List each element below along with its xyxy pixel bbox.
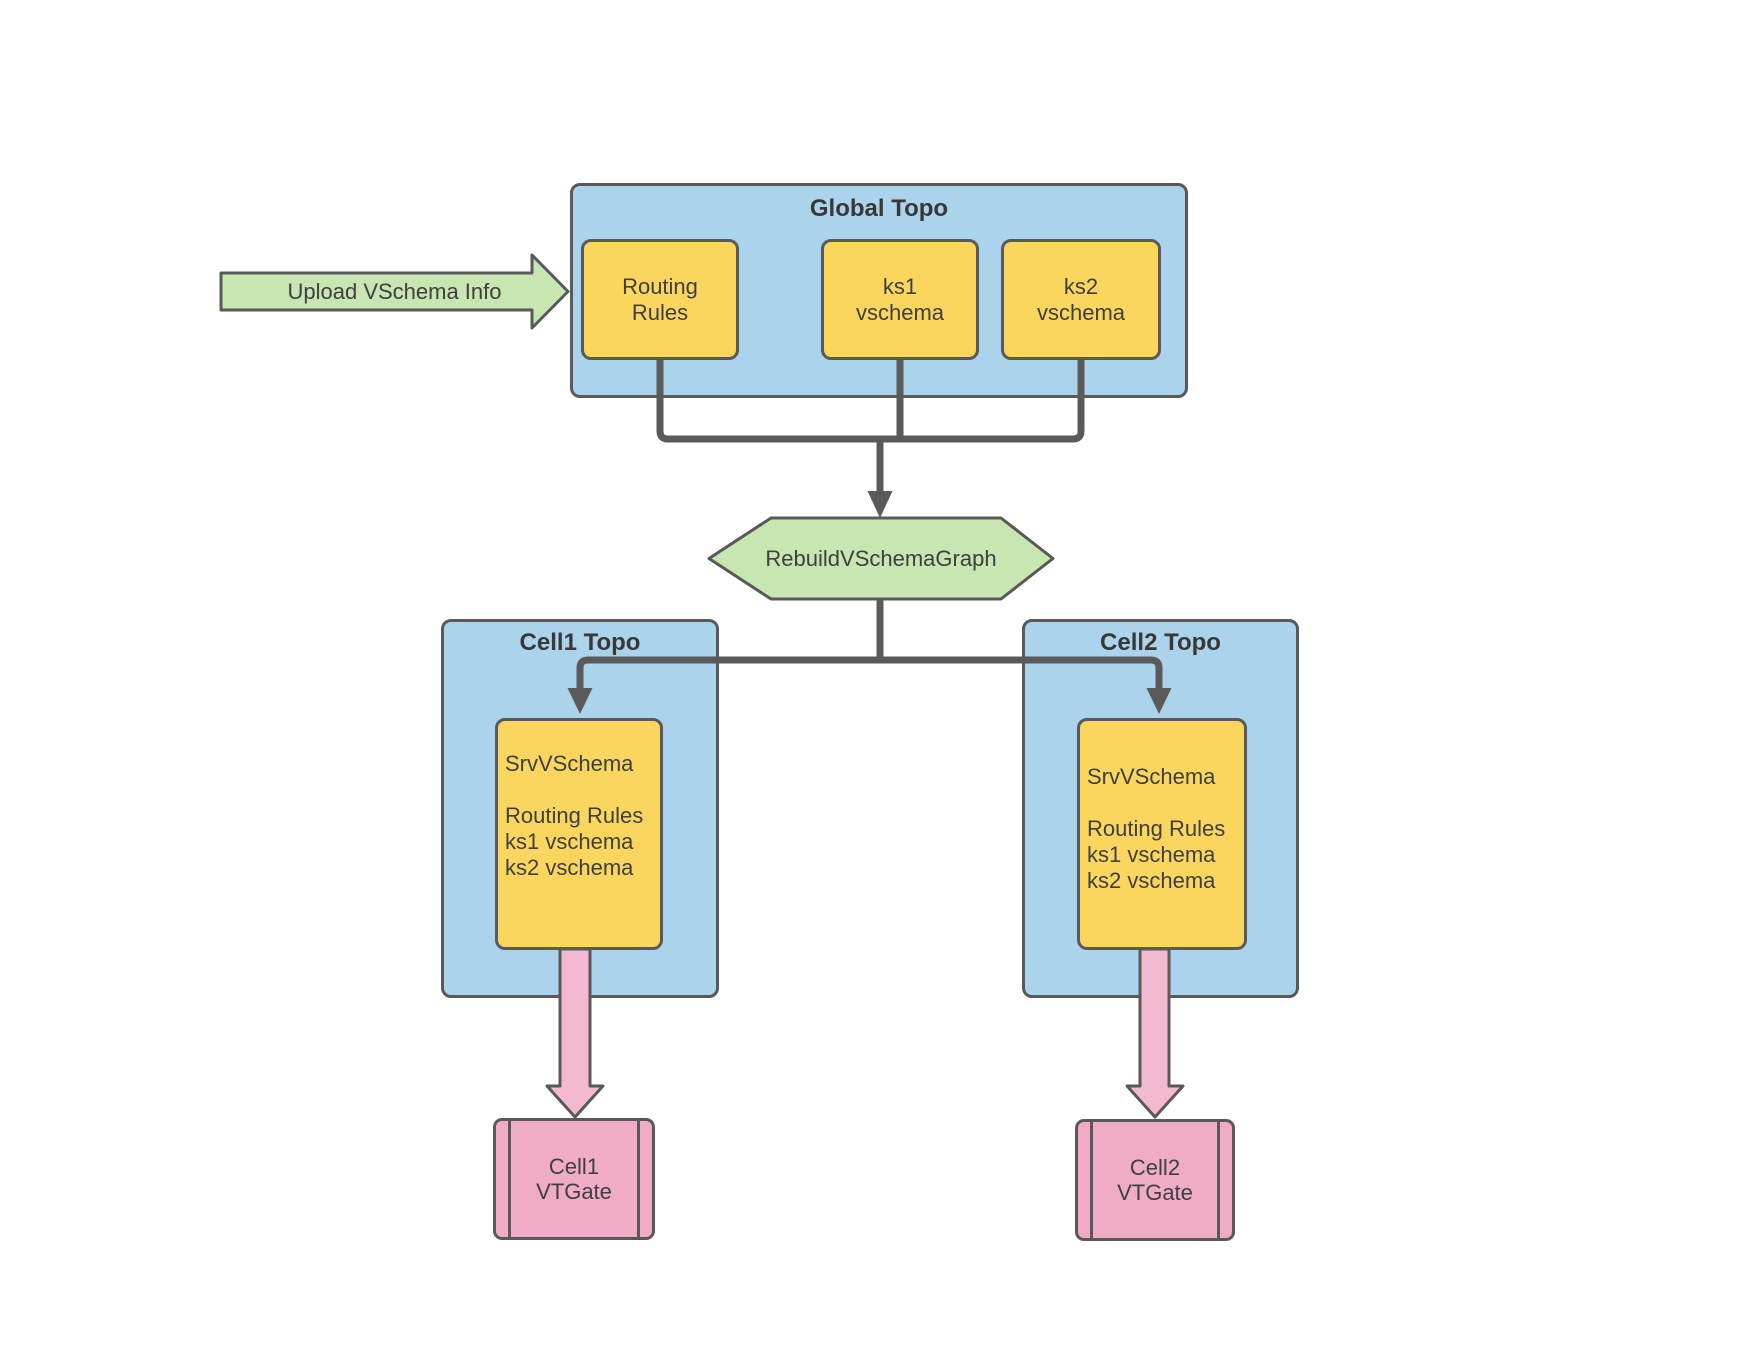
cell2-srvvschema-node: SrvVSchema Routing Rules ks1 vschema ks2… xyxy=(1077,718,1247,950)
cell1-topo-title: Cell1 Topo xyxy=(519,629,641,656)
srvvschema-line: Routing Rules xyxy=(1087,816,1226,841)
cell2-flow-arrow xyxy=(1125,947,1185,1119)
rebuild-hexagon-label: RebuildVSchemaGraph xyxy=(765,546,997,571)
cell1-arrowhead-icon xyxy=(567,688,593,714)
srvvschema-line: SrvVSchema xyxy=(1087,764,1216,789)
vtgate-line: VTGate xyxy=(536,1179,612,1204)
srvvschema-line xyxy=(1087,790,1240,816)
ks2-vschema-node: ks2 vschema xyxy=(1001,239,1161,360)
ks2-node-line: ks2 xyxy=(1063,273,1099,299)
upload-arrow-label: Upload VSchema Info xyxy=(287,278,502,304)
srvvschema-line: ks2 vschema xyxy=(505,855,634,880)
vtgate-left-bar xyxy=(508,1121,511,1237)
vtgate-left-bar xyxy=(1090,1122,1093,1238)
srvvschema-line: ks1 vschema xyxy=(505,829,634,854)
cell1-vtgate-node: Cell1 VTGate xyxy=(493,1118,655,1240)
srvvschema-line: SrvVSchema xyxy=(505,751,634,776)
ks1-vschema-node: ks1 vschema xyxy=(821,239,979,360)
fanout-connector xyxy=(576,656,1163,692)
vtgate-right-bar xyxy=(637,1121,640,1237)
vtgate-right-bar xyxy=(1217,1122,1220,1238)
srvvschema-line xyxy=(505,777,656,803)
upload-arrow-shape xyxy=(219,253,570,330)
srvvschema-line: ks1 vschema xyxy=(1087,842,1216,867)
routing-rules-line: Rules xyxy=(631,299,689,325)
vtgate-line: Cell1 xyxy=(548,1154,600,1179)
ks1-node-line: vschema xyxy=(855,299,945,325)
topo-merge-connector xyxy=(656,360,1085,443)
routing-rules-node: Routing Rules xyxy=(581,239,739,360)
vtgate-line: VTGate xyxy=(1117,1180,1193,1205)
vtgate-line: Cell2 xyxy=(1129,1155,1181,1180)
ks1-node-line: ks1 xyxy=(882,273,918,299)
ks2-node-line: vschema xyxy=(1036,299,1126,325)
rebuild-hexagon xyxy=(707,516,1055,601)
cell2-topo-title: Cell2 Topo xyxy=(1100,629,1221,656)
srvvschema-line: ks2 vschema xyxy=(1087,868,1216,893)
cell2-arrowhead-icon xyxy=(1146,688,1172,714)
cell1-srvvschema-node: SrvVSchema Routing Rules ks1 vschema ks2… xyxy=(495,718,663,950)
rebuild-arrowhead-icon xyxy=(867,491,893,518)
srvvschema-line: Routing Rules xyxy=(505,803,644,828)
routing-rules-line: Routing xyxy=(622,273,698,299)
global-topo-title: Global Topo xyxy=(809,195,949,222)
cell1-flow-arrow xyxy=(545,947,605,1119)
cell2-vtgate-node: Cell2 VTGate xyxy=(1075,1119,1235,1241)
